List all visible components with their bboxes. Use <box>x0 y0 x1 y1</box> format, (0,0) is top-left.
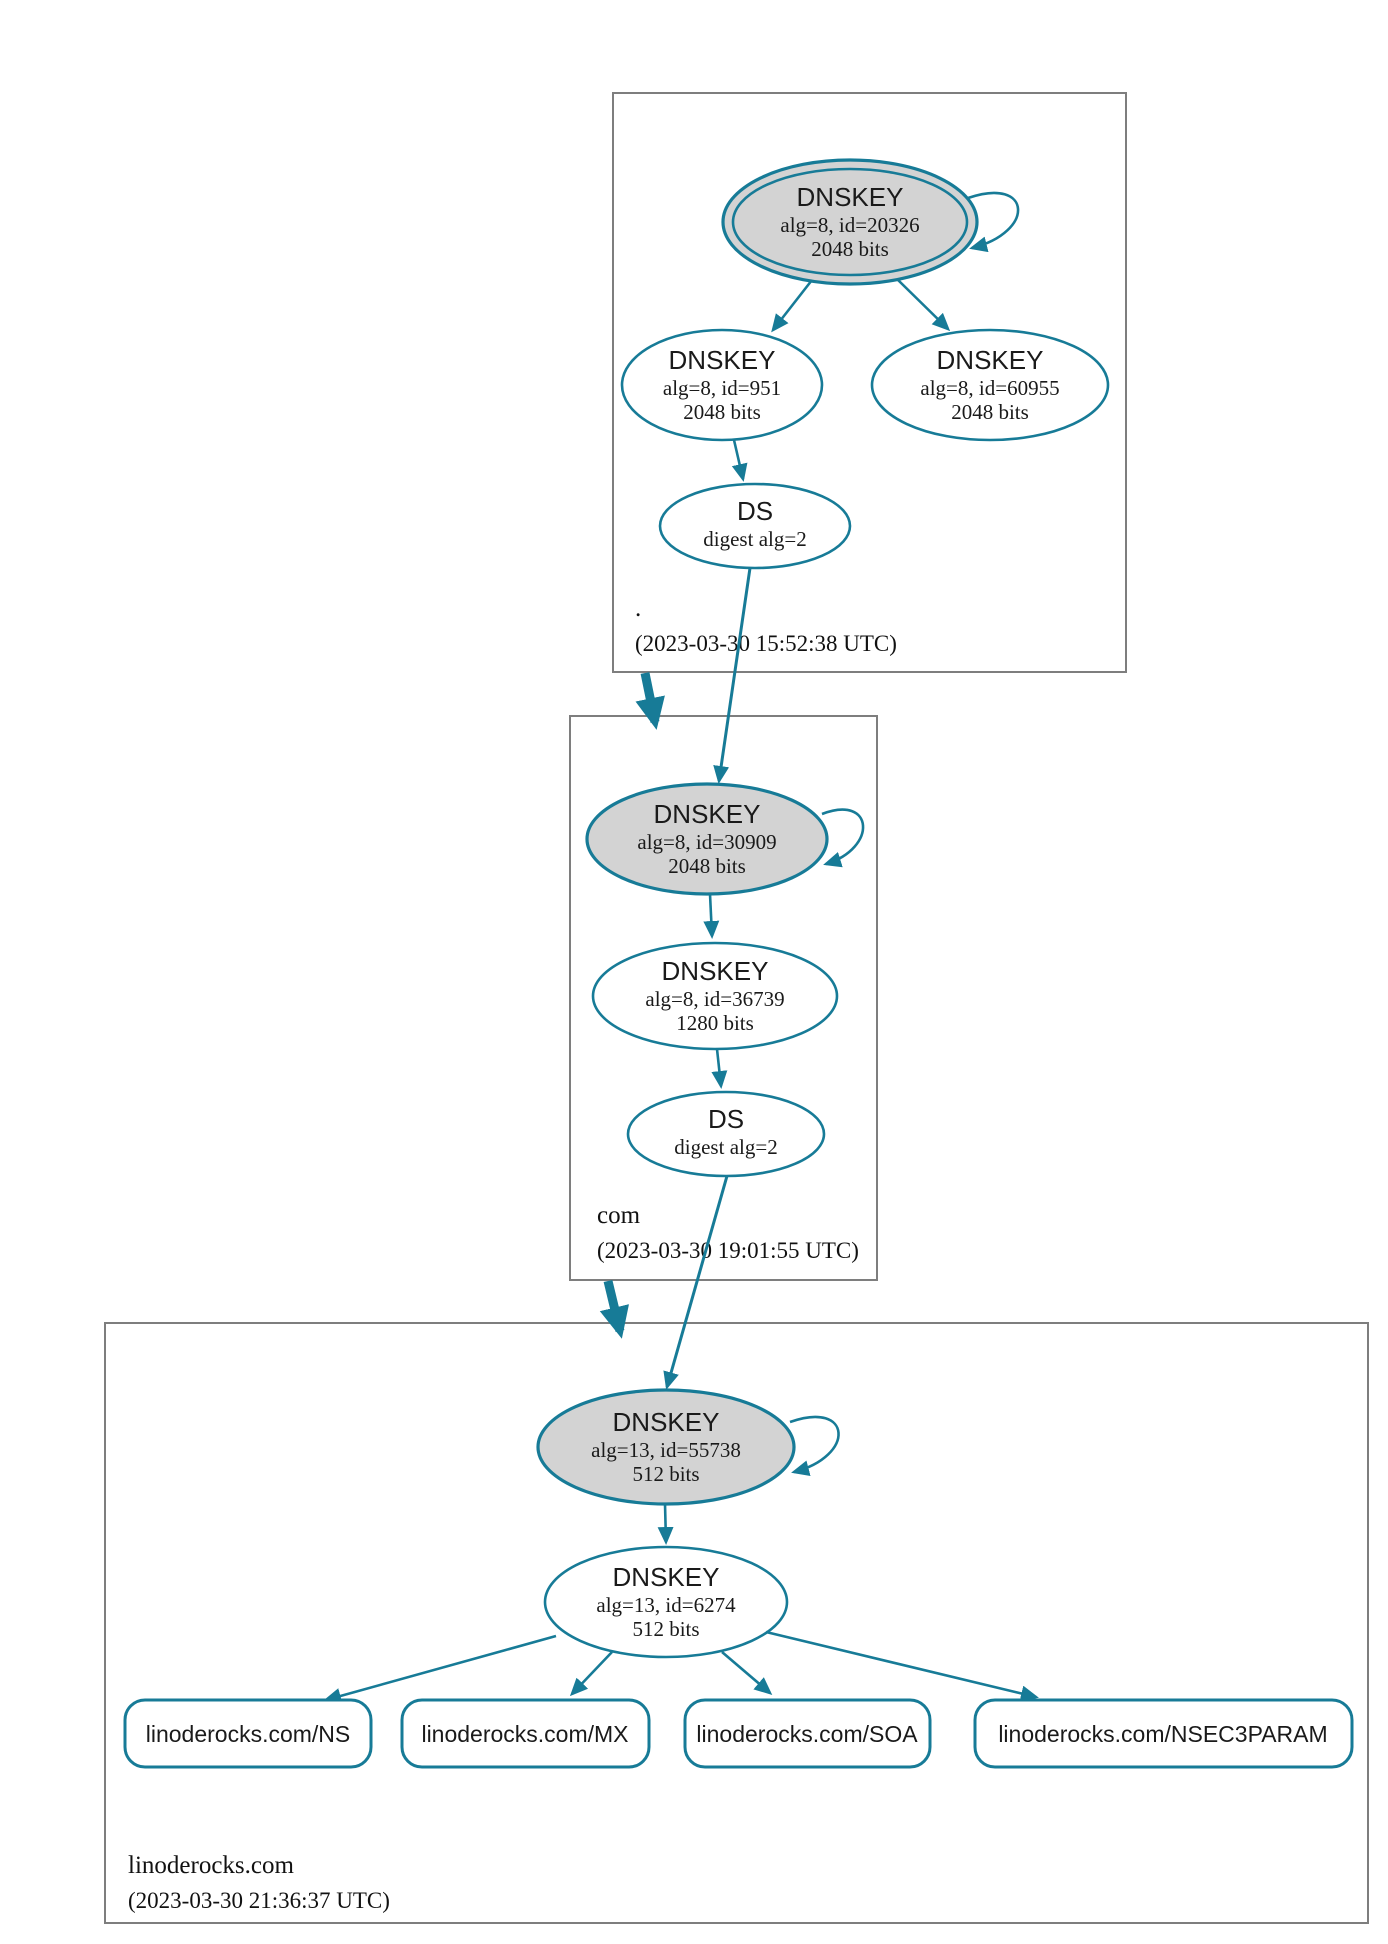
dnskey-zsk-com-ellipse <box>591 941 839 1051</box>
rrset-node-mx: linoderocks.com/MX <box>400 1698 651 1769</box>
dnskey-ksk-root-inner-ellipse <box>731 167 969 277</box>
dnskey-zsk-com-bits: 1280 bits <box>676 1011 754 1035</box>
zone-linoderocks-name: linoderocks.com <box>128 1852 294 1879</box>
ds-root-title: DS <box>737 496 773 526</box>
dnskey-zsk-linoderocks-alg: alg=13, id=6274 <box>596 1593 736 1617</box>
dnskey-ksk-linoderocks-alg: alg=13, id=55738 <box>591 1438 741 1462</box>
zone-root-name: . <box>635 595 641 622</box>
zone-linoderocks: DNSKEY alg=13, id=55738 512 bits DNSKEY … <box>104 1322 1369 1924</box>
rrset-soa-rect <box>683 1698 932 1769</box>
delegation-arrow-root-to-com <box>635 672 665 730</box>
edge-root-zsk-to-ds <box>731 439 748 482</box>
edge-zsk-to-rrset-ns <box>323 1634 557 1704</box>
ds-root-digest: digest alg=2 <box>703 527 806 551</box>
self-sign-loop-root-ksk <box>967 191 1020 253</box>
edge-com-zsk-to-ds <box>711 1048 728 1089</box>
edge-linoderocks-ksk-to-zsk <box>657 1503 674 1545</box>
rrset-node-ns: linoderocks.com/NS <box>123 1698 373 1769</box>
ds-com-title: DS <box>708 1104 744 1134</box>
edge-root-ksk-to-zsk-right <box>897 279 951 332</box>
rrset-nsec3param-label: linoderocks.com/NSEC3PARAM <box>998 1721 1327 1747</box>
zone-com-timestamp: (2023-03-30 19:01:55 UTC) <box>597 1238 859 1263</box>
dnskey-zsk-left-bits: 2048 bits <box>683 400 761 424</box>
dnskey-ksk-com-alg: alg=8, id=30909 <box>637 830 776 854</box>
dnskey-ksk-root-node: DNSKEY alg=8, id=20326 2048 bits <box>721 158 979 286</box>
self-sign-loop-com-ksk <box>821 808 865 868</box>
dnskey-zsk-linoderocks-node: DNSKEY alg=13, id=6274 512 bits <box>543 1545 789 1659</box>
dnskey-zsk-right-bits: 2048 bits <box>951 400 1029 424</box>
ds-root-ellipse <box>658 482 852 570</box>
dnskey-ksk-root-bits: 2048 bits <box>811 237 889 261</box>
dnskey-zsk-left-alg: alg=8, id=951 <box>663 376 781 400</box>
rrset-nsec3param-rect <box>973 1698 1354 1769</box>
dnskey-ksk-com-ellipse <box>585 782 829 896</box>
edge-zsk-to-rrset-soa <box>721 1651 773 1695</box>
edge-root-ksk-to-zsk-left <box>771 279 814 333</box>
rrset-ns-label: linoderocks.com/NS <box>146 1721 351 1747</box>
zone-linoderocks-timestamp: (2023-03-30 21:36:37 UTC) <box>128 1888 390 1913</box>
rrset-node-soa: linoderocks.com/SOA <box>683 1698 932 1769</box>
dnskey-ksk-linoderocks-title: DNSKEY <box>613 1407 720 1437</box>
edge-root-ds-to-com-ksk <box>713 567 752 784</box>
zone-com-border <box>569 715 878 1281</box>
dnskey-zsk-right-alg: alg=8, id=60955 <box>920 376 1059 400</box>
dnskey-zsk-linoderocks-bits: 512 bits <box>632 1617 699 1641</box>
edge-com-ds-to-linoderocks-ksk <box>663 1175 729 1390</box>
dnskey-ksk-com-bits: 2048 bits <box>668 854 746 878</box>
dnskey-zsk-linoderocks-ellipse <box>543 1545 789 1659</box>
dnskey-zsk-right-title: DNSKEY <box>937 345 1044 375</box>
zone-com-name: com <box>597 1202 641 1229</box>
rrset-mx-label: linoderocks.com/MX <box>421 1721 628 1747</box>
dnskey-zsk-linoderocks-title: DNSKEY <box>613 1562 720 1592</box>
zone-root-timestamp: (2023-03-30 15:52:38 UTC) <box>635 631 897 656</box>
dnskey-ksk-root-title: DNSKEY <box>797 182 904 212</box>
edge-com-ksk-to-zsk <box>703 893 720 939</box>
rrset-ns-rect <box>123 1698 373 1769</box>
rrset-mx-rect <box>400 1698 651 1769</box>
cross-zone-edges <box>599 567 752 1390</box>
dnskey-zsk-com-alg: alg=8, id=36739 <box>645 987 784 1011</box>
dnskey-ksk-com-title: DNSKEY <box>654 799 761 829</box>
dnskey-zsk-left-node: DNSKEY alg=8, id=951 2048 bits <box>620 328 824 442</box>
ds-root-node: DS digest alg=2 <box>658 482 852 570</box>
edge-zsk-to-rrset-nsec3param <box>765 1630 1039 1702</box>
dnskey-zsk-right-ellipse <box>870 328 1110 442</box>
rrset-soa-label: linoderocks.com/SOA <box>696 1721 918 1747</box>
dnskey-zsk-com-node: DNSKEY alg=8, id=36739 1280 bits <box>591 941 839 1051</box>
dnskey-zsk-com-title: DNSKEY <box>662 956 769 986</box>
self-sign-loop-linoderocks-ksk <box>789 1415 840 1476</box>
zone-linoderocks-border <box>104 1322 1369 1924</box>
dnskey-zsk-left-title: DNSKEY <box>669 345 776 375</box>
edge-zsk-to-rrset-mx <box>569 1651 613 1697</box>
dnskey-zsk-right-node: DNSKEY alg=8, id=60955 2048 bits <box>870 328 1110 442</box>
ds-com-digest: digest alg=2 <box>674 1135 777 1159</box>
ds-com-node: DS digest alg=2 <box>626 1090 826 1178</box>
zone-root-border <box>612 92 1127 673</box>
rrset-node-nsec3param: linoderocks.com/NSEC3PARAM <box>973 1698 1354 1769</box>
dnskey-zsk-left-ellipse <box>620 328 824 442</box>
delegation-arrow-com-to-linoderocks <box>599 1279 629 1339</box>
zone-root: DNSKEY alg=8, id=20326 2048 bits DNSKEY … <box>612 92 1127 673</box>
dnskey-ksk-root-outer-ellipse <box>721 158 979 286</box>
dnskey-ksk-linoderocks-node: DNSKEY alg=13, id=55738 512 bits <box>536 1388 796 1506</box>
zone-com: DNSKEY alg=8, id=30909 2048 bits DNSKEY … <box>569 715 878 1281</box>
dnskey-ksk-com-node: DNSKEY alg=8, id=30909 2048 bits <box>585 782 829 896</box>
dnskey-ksk-root-alg: alg=8, id=20326 <box>780 213 919 237</box>
dnskey-ksk-linoderocks-bits: 512 bits <box>632 1462 699 1486</box>
